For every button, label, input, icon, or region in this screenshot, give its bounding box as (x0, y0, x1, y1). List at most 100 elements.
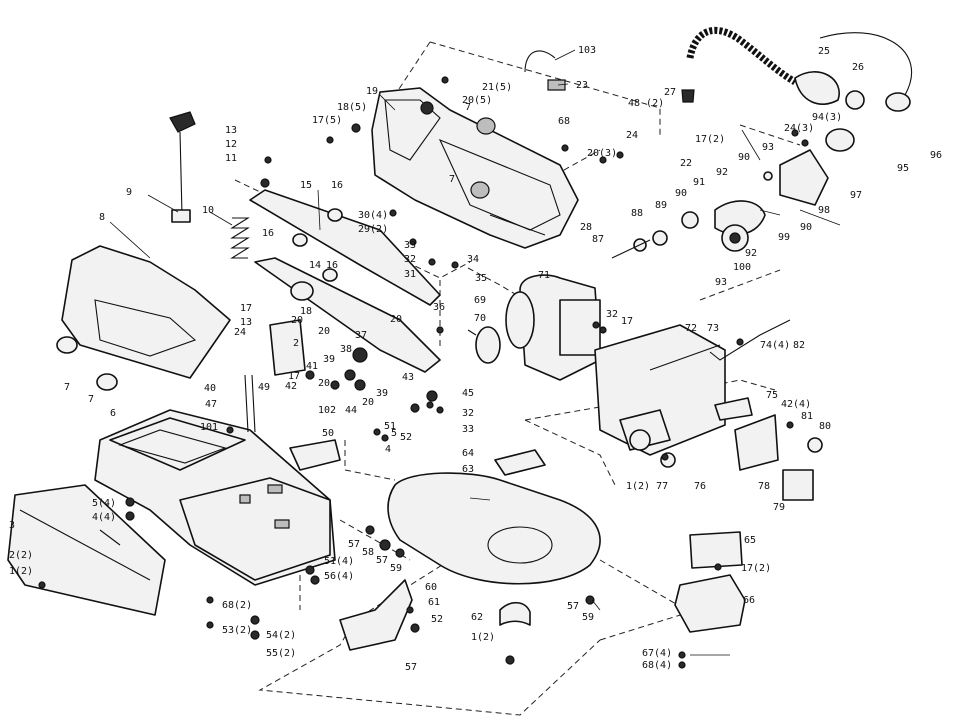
callout-56: 56(4) (324, 571, 355, 582)
callout-32b: 32 (606, 309, 619, 320)
callout-75: 75 (766, 390, 779, 401)
callout-80: 80 (819, 421, 832, 432)
callout-3: 3 (9, 520, 16, 531)
callout-24: 24 (626, 130, 639, 141)
callout-93a: 93 (762, 142, 775, 153)
callout-60: 60 (425, 582, 438, 593)
callout-20-5: 20(5) (462, 95, 493, 106)
callout-18: 18 (300, 306, 313, 317)
callout-37: 37 (355, 330, 368, 341)
callout-65: 65 (744, 535, 757, 546)
callout-1-2b: 1(2) (471, 632, 496, 643)
callout-31: 31 (404, 269, 417, 280)
motor-71 (467, 274, 601, 381)
callout-99: 99 (778, 232, 791, 243)
callout-92a: 92 (716, 167, 729, 178)
callout-52b: 52 (431, 614, 444, 625)
callout-76: 76 (694, 481, 707, 492)
callout-100: 100 (733, 262, 752, 273)
callout-6: 6 (110, 408, 117, 419)
callout-81: 81 (801, 411, 814, 422)
callout-103: 103 (578, 45, 597, 56)
callout-79: 79 (773, 502, 786, 513)
callout-63: 63 (462, 464, 475, 475)
callout-90c: 90 (800, 222, 813, 233)
callout-68-2: 68(2) (222, 600, 253, 611)
base-6 (94, 409, 336, 586)
leader-lines (109, 49, 841, 656)
callout-34: 34 (467, 254, 480, 265)
callout-17-5: 17(5) (312, 115, 343, 126)
callout-97: 97 (850, 190, 863, 201)
blade-guide-9 (169, 111, 196, 223)
callout-53: 53(2) (222, 625, 253, 636)
callout-20e: 20 (362, 397, 375, 408)
callout-93b: 93 (715, 277, 728, 288)
callout-33a: 33 (404, 240, 417, 251)
callout-24-3: 24(3) (784, 123, 815, 134)
callout-57a: 57 (348, 539, 361, 550)
callout-57d: 57 (405, 662, 418, 673)
callout-32c: 32 (462, 408, 475, 419)
callout-42: 42 (285, 381, 298, 392)
callout-58: 58 (362, 547, 375, 558)
callout-96: 96 (930, 150, 943, 161)
callout-17b: 17 (621, 316, 634, 327)
callout-59b: 59 (582, 612, 595, 623)
callout-72: 72 (685, 323, 698, 334)
callout-50: 50 (322, 428, 335, 439)
arm-14 (254, 257, 441, 373)
bracket-50 (289, 439, 341, 471)
callout-54: 54(2) (266, 630, 297, 641)
callout-74: 74(4) (760, 340, 791, 351)
callout-82: 82 (793, 340, 806, 351)
callout-71: 71 (538, 270, 551, 281)
rod-49 (244, 319, 306, 433)
callout-22: 22 (680, 158, 693, 169)
callout-91: 91 (693, 177, 706, 188)
callout-9: 9 (126, 187, 133, 198)
callout-102: 102 (318, 405, 337, 416)
callout-32a: 32 (404, 254, 417, 265)
callout-2-2: 2(2) (9, 550, 34, 561)
callout-20-3: 20(3) (587, 148, 618, 159)
callout-26: 26 (852, 62, 865, 73)
callout-57c: 57 (567, 601, 580, 612)
callout-8: 8 (99, 212, 106, 223)
callout-42-4: 42(4) (781, 399, 812, 410)
arm-15 (249, 189, 441, 306)
callout-69: 69 (474, 295, 487, 306)
callout-23: 23 (576, 80, 589, 91)
callout-94: 94(3) (812, 112, 843, 123)
callout-5-4: 5(4) (92, 498, 117, 509)
callout-7d: 7 (88, 394, 95, 405)
callout-20d: 20 (318, 378, 331, 389)
callout-38: 38 (340, 344, 353, 355)
callout-29: 29(2) (358, 224, 389, 235)
callout-89: 89 (655, 200, 668, 211)
callout-24c: 24 (234, 327, 247, 338)
callout-10: 10 (202, 205, 215, 216)
air-hose (524, 26, 912, 112)
callout-17-2b: 17(2) (741, 563, 772, 574)
callout-101: 101 (200, 422, 219, 433)
callout-44: 44 (345, 405, 358, 416)
callout-20c: 20 (390, 314, 403, 325)
callout-67: 67(4) (642, 648, 673, 659)
callout-51: 51 (384, 421, 397, 432)
callout-49: 49 (258, 382, 271, 393)
callout-39b: 39 (376, 388, 389, 399)
callout-61: 61 (428, 597, 441, 608)
callout-78: 78 (758, 481, 771, 492)
callout-68-4: 68(4) (642, 660, 673, 671)
callout-20b: 20 (318, 326, 331, 337)
callout-57b: 57 (376, 555, 389, 566)
callout-88: 88 (631, 208, 644, 219)
table-63 (387, 449, 601, 585)
callout-55: 55(2) (266, 648, 297, 659)
callout-95: 95 (897, 163, 910, 174)
callout-41: 41 (306, 361, 319, 372)
callout-4-4: 4(4) (92, 512, 117, 523)
